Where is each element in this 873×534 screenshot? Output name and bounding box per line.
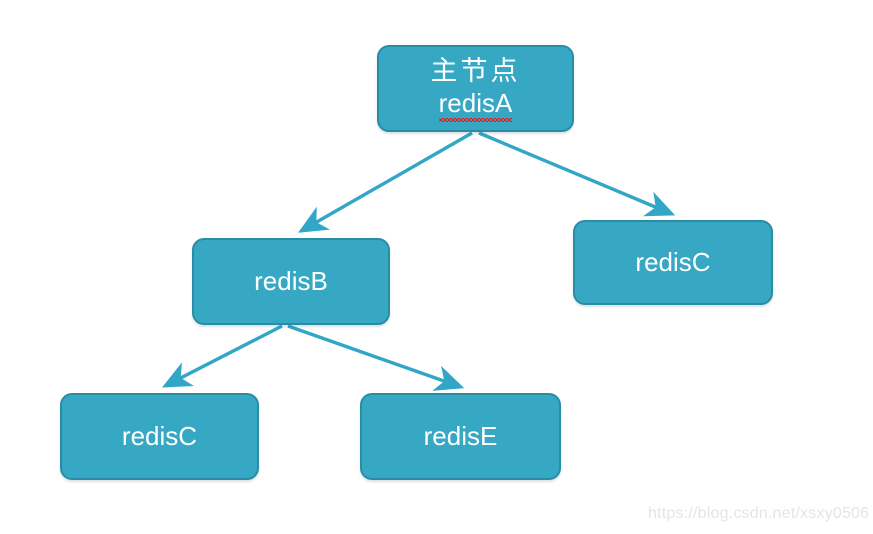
node-redisc-bottom-label: redisC	[121, 421, 198, 452]
edge-root-to-redisc-right	[478, 131, 676, 217]
node-root-redisa[interactable]: 主节点 redisA	[377, 45, 574, 132]
node-redisc-right[interactable]: redisC	[573, 220, 773, 305]
edge-redisb-to-redise	[287, 324, 465, 391]
node-redisc-bottom[interactable]: redisC	[60, 393, 259, 480]
misspelled-word: redisA	[438, 88, 512, 122]
node-root-label-cjk: 主节点	[430, 56, 521, 87]
node-root-label-latin: redisA	[438, 88, 512, 122]
edge-redisb-to-redisc-bottom	[161, 324, 283, 388]
node-redise-label: redisE	[423, 421, 498, 452]
node-redise[interactable]: redisE	[360, 393, 561, 480]
node-redisc-right-label: redisC	[635, 247, 711, 278]
edge-root-to-redisb	[298, 131, 473, 233]
node-redisb[interactable]: redisB	[192, 238, 390, 325]
node-redisb-label: redisB	[254, 266, 328, 297]
watermark-url: https://blog.csdn.net/xsxy0506	[648, 505, 870, 522]
